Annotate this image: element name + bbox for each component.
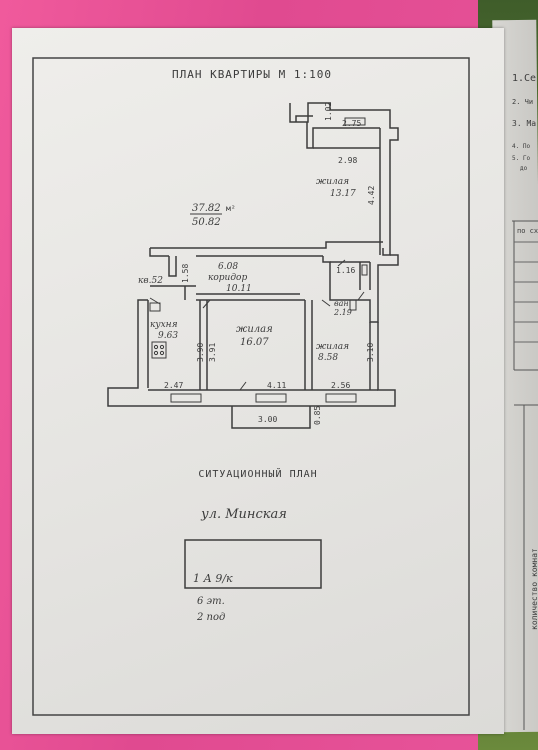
area-total: 50.82 [192, 217, 221, 228]
dim-298: 2.98 [338, 156, 357, 165]
side-note-1: 1.Се [512, 73, 536, 84]
walls [107, 102, 399, 429]
dim-116: 1.16 [336, 266, 355, 275]
street-name: ул. Минская [200, 507, 287, 522]
windows [170, 117, 366, 403]
side-note-2: 2. Чи [512, 98, 533, 106]
building-code: 1 А 9/к [193, 572, 233, 585]
living1-area: 13.17 [330, 189, 356, 199]
side-notes: 1.Се 2. Чи 3. Ма 4. По 5. Го до по сх ко… [512, 73, 538, 730]
dim-275: 2.75 [342, 119, 361, 128]
situation-title: СИТУАЦИОННЫЙ ПЛАН [198, 467, 317, 480]
bath-area: 2.19 [333, 308, 352, 317]
doors [149, 259, 365, 391]
plan-labels: 1.02 2.75 2.98 4.42 жилая 13.17 37.82 м²… [138, 102, 376, 425]
kitchen-area: 9.63 [158, 331, 178, 341]
living3-area: 8.58 [318, 353, 338, 363]
fixtures [149, 264, 368, 359]
corridor-label: коридор [208, 273, 247, 283]
frame-border [32, 57, 470, 716]
living2-area: 16.07 [240, 337, 269, 348]
side-note-6: до [520, 165, 528, 172]
dim-102: 1.02 [324, 102, 333, 121]
area-living: 37.82 [192, 203, 221, 214]
dim-390: 3.90 [196, 343, 205, 362]
area-unit: м² [226, 204, 236, 213]
living3-label: жилая [316, 342, 349, 352]
dim-158: 1.58 [181, 264, 190, 283]
side-table-header: по сх [517, 227, 538, 235]
apt-number: кв.52 [138, 276, 163, 286]
bath-label: ван. [334, 299, 351, 308]
building-outline [184, 539, 322, 589]
dim-247: 2.47 [164, 381, 183, 390]
dim-310: 3.10 [366, 343, 375, 362]
dim-608: 6.08 [218, 262, 238, 272]
dim-085: 0.85 [313, 406, 322, 425]
side-note-5: 5. Го [512, 155, 530, 162]
dim-391: 3.91 [208, 343, 217, 362]
side-note-3: 3. Ма [512, 119, 536, 128]
dim-300: 3.00 [258, 415, 277, 424]
living2-label: жилая [236, 324, 273, 335]
plan-title: ПЛАН КВАРТИРЫ М 1:100 [172, 68, 332, 81]
living1-label: жилая [316, 177, 349, 187]
corridor-area: 10.11 [226, 284, 252, 294]
kitchen-label: кухня [150, 320, 178, 330]
dim-442: 4.42 [367, 186, 376, 205]
entrances: 2 под [196, 612, 225, 623]
document-sheet [12, 28, 504, 734]
dim-411: 4.11 [267, 381, 286, 390]
side-note-4: 4. По [512, 143, 530, 150]
side-table-col: количество комнат [530, 548, 538, 630]
dim-256: 2.56 [331, 381, 350, 390]
floors: 6 эт. [197, 596, 225, 607]
